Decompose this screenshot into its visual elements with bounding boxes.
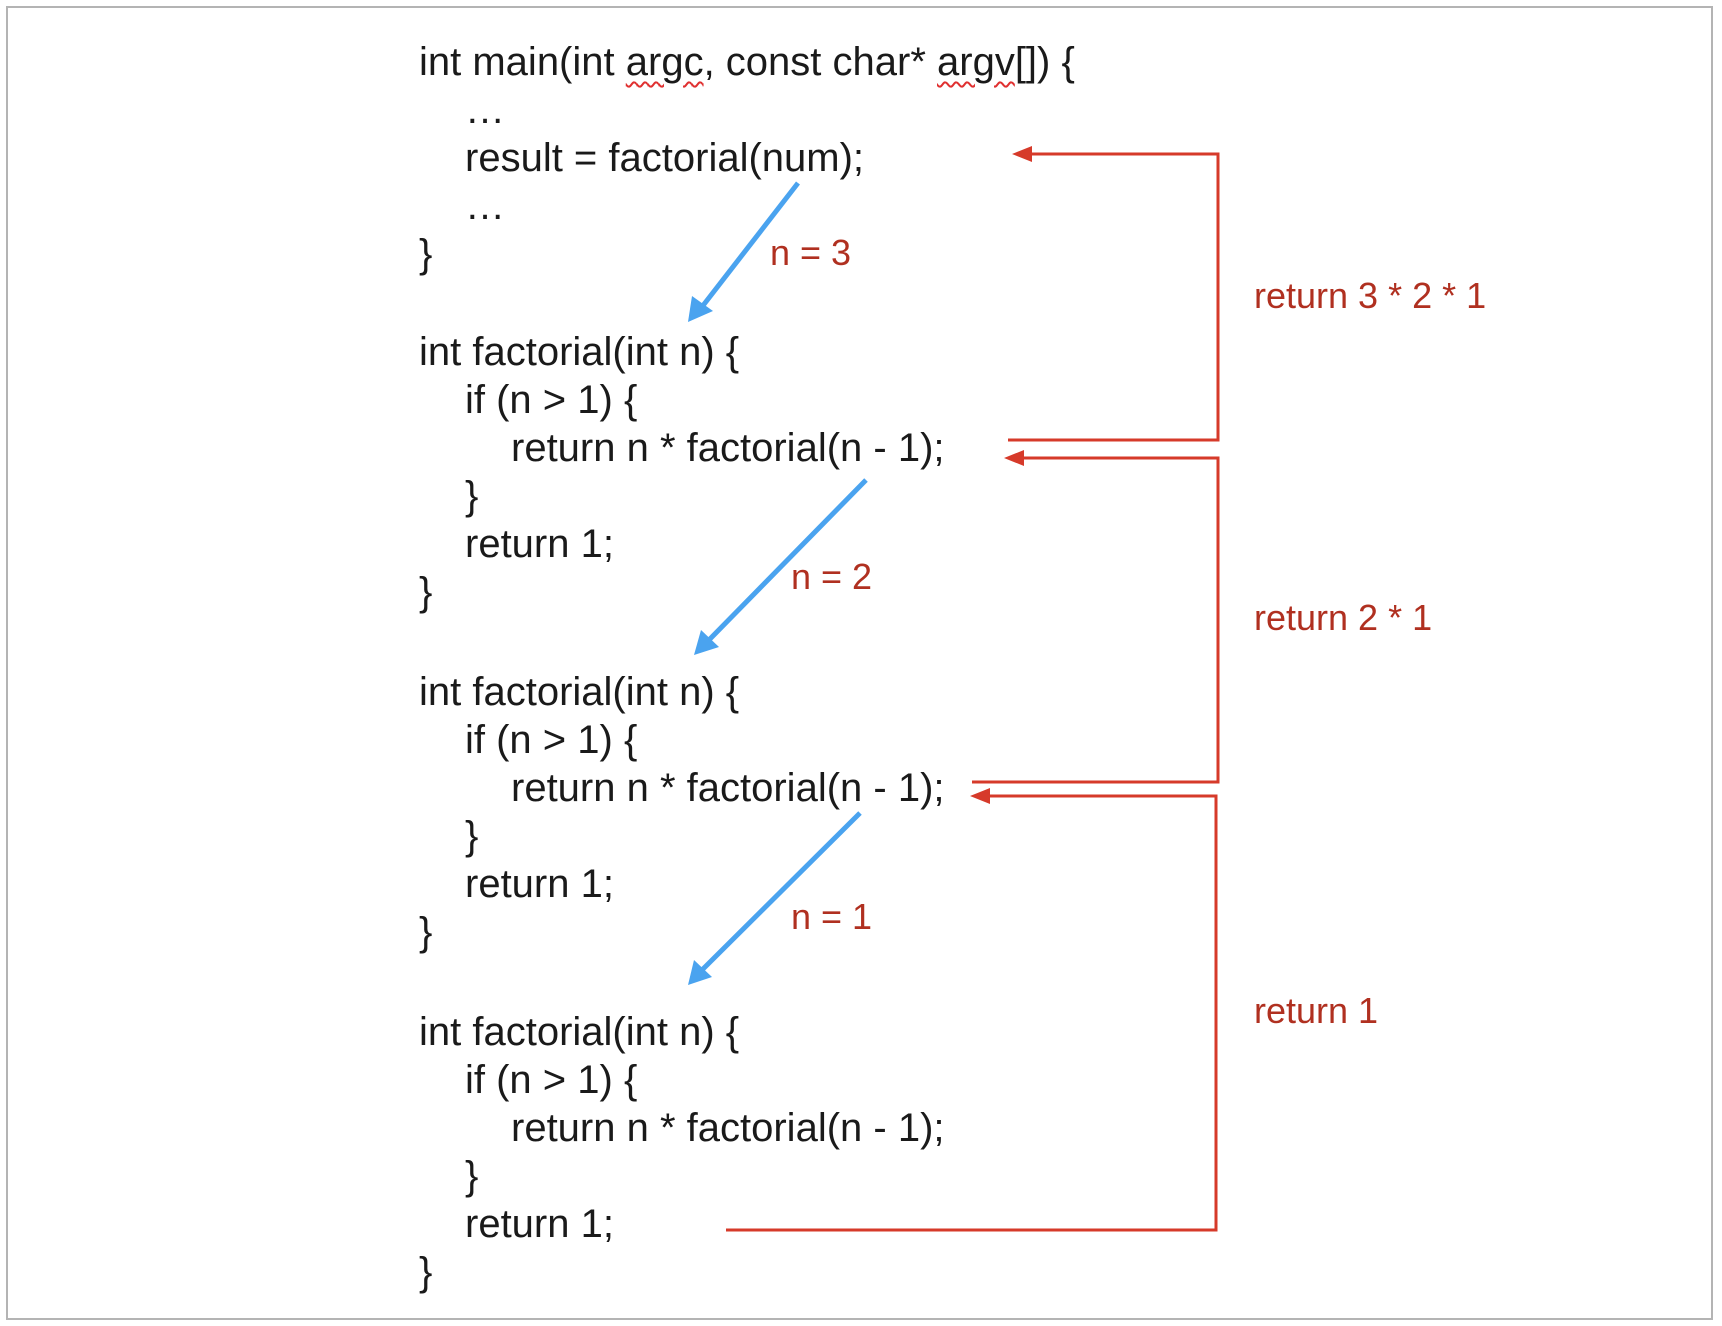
factorial-2-if-close: } [465, 814, 479, 858]
factorial-2-base-return: return 1; [465, 862, 614, 906]
call-arrow-1 [696, 181, 800, 314]
main-signature: int main(int argc, const char* argv[]) { [419, 40, 1075, 84]
call-arrow-2-head [694, 630, 719, 655]
main-result-line: result = factorial(num); [465, 136, 865, 180]
factorial-3-close: } [419, 1250, 433, 1294]
factorial-1-recursive-return: return n * factorial(n - 1); [511, 426, 945, 470]
return-label-3x2x1: return 3 * 2 * 1 [1254, 275, 1487, 316]
return-label-1: return 1 [1254, 990, 1379, 1031]
factorial-1-if-close: } [465, 474, 479, 518]
factorial-1-signature: int factorial(int n) { [419, 330, 740, 374]
factorial-2-signature: int factorial(int n) { [419, 670, 740, 714]
factorial-1-close: } [419, 570, 433, 614]
return-arrow-2 [972, 456, 1220, 784]
call-label-n1: n = 1 [791, 896, 873, 937]
factorial-1-base-return: return 1; [465, 522, 614, 566]
argv-identifier: argv [937, 40, 1015, 84]
diagram-frame [6, 6, 1713, 1320]
factorial-2-if: if (n > 1) { [465, 718, 638, 762]
call-label-n3: n = 3 [770, 232, 852, 273]
return-arrow-1-head [1012, 146, 1032, 162]
argc-identifier: argc [625, 40, 704, 84]
factorial-3-if-close: } [465, 1154, 479, 1198]
return-label-2x1: return 2 * 1 [1254, 597, 1433, 638]
factorial-2-close: } [419, 910, 433, 954]
return-arrow-1 [1008, 152, 1220, 442]
factorial-3-signature: int factorial(int n) { [419, 1010, 740, 1054]
factorial-3-base-return: return 1; [465, 1202, 614, 1246]
return-arrow-3 [726, 794, 1218, 1232]
main-ellipsis-2: … [465, 184, 505, 228]
main-ellipsis-1: … [465, 88, 505, 132]
return-arrow-2-head [1004, 450, 1024, 466]
call-arrow-2 [705, 478, 868, 644]
call-arrow-3 [698, 811, 862, 974]
call-arrow-1-head [688, 296, 713, 322]
factorial-3-recursive-return: return n * factorial(n - 1); [511, 1106, 945, 1150]
call-arrow-3-head [688, 960, 712, 985]
factorial-2-recursive-return: return n * factorial(n - 1); [511, 766, 945, 810]
call-label-n2: n = 2 [791, 556, 873, 597]
factorial-1-if: if (n > 1) { [465, 378, 638, 422]
main-close-brace: } [419, 232, 433, 276]
factorial-3-if: if (n > 1) { [465, 1058, 638, 1102]
return-arrow-3-head [970, 788, 990, 804]
